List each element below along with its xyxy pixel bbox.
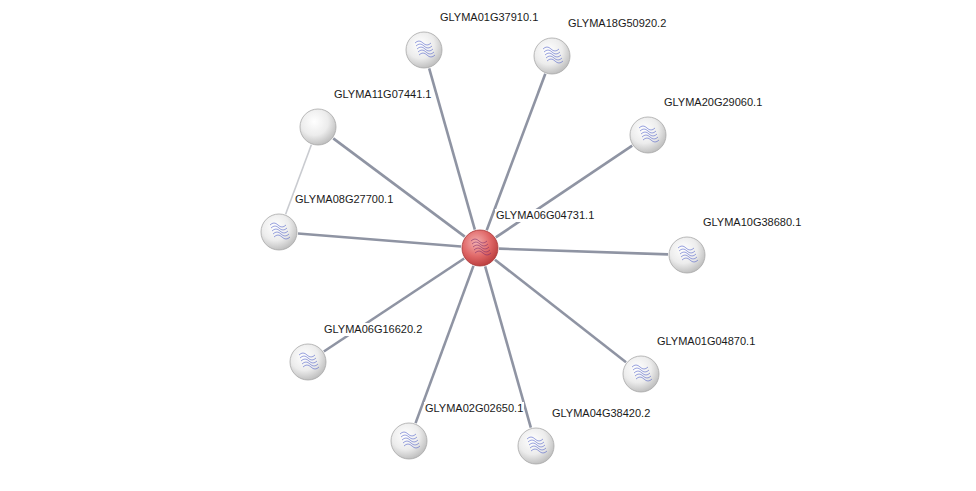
node-circle xyxy=(289,343,327,381)
protein-node: GLYMA01G37910.1 xyxy=(405,31,443,69)
protein-node: GLYMA01G04870.1 xyxy=(622,355,660,393)
interaction-edge xyxy=(324,258,464,351)
interaction-edge xyxy=(487,74,546,230)
protein-label: GLYMA01G37910.1 xyxy=(439,11,539,24)
protein-label: GLYMA20G29060.1 xyxy=(663,96,763,109)
protein-node: GLYMA04G38420.2 xyxy=(517,427,555,465)
protein-label: GLYMA04G38420.2 xyxy=(551,407,651,420)
interaction-edge xyxy=(333,138,465,236)
protein-node: GLYMA06G16620.2 xyxy=(289,343,327,381)
interaction-edge xyxy=(429,68,475,229)
node-circle xyxy=(622,355,660,393)
node-circle xyxy=(533,37,571,75)
protein-label: GLYMA06G16620.2 xyxy=(323,323,423,336)
node-circle xyxy=(390,422,428,460)
protein-node: GLYMA02G02650.1 xyxy=(390,422,428,460)
protein-node: GLYMA10G38680.1 xyxy=(668,236,706,274)
node-circle xyxy=(668,236,706,274)
protein-label: GLYMA11G07441.1 xyxy=(333,88,432,101)
protein-node: GLYMA11G07441.1 xyxy=(299,108,337,146)
protein-node: GLYMA18G50920.2 xyxy=(533,37,571,75)
node-circle xyxy=(405,31,443,69)
interaction-edge xyxy=(496,146,632,238)
protein-label: GLYMA02G02650.1 xyxy=(424,402,524,415)
protein-label: GLYMA01G04870.1 xyxy=(656,335,756,348)
interaction-edge xyxy=(499,249,668,255)
protein-label: GLYMA08G27700.1 xyxy=(294,193,394,206)
interaction-edge xyxy=(416,266,474,423)
interaction-edge xyxy=(495,260,626,363)
protein-node: GLYMA08G27700.1 xyxy=(260,213,298,251)
node-circle xyxy=(629,116,667,154)
query-protein-node: GLYMA06G04731.1 xyxy=(461,229,499,267)
node-circle xyxy=(299,108,337,146)
node-circle xyxy=(260,213,298,251)
protein-node: GLYMA20G29060.1 xyxy=(629,116,667,154)
node-circle xyxy=(517,427,555,465)
protein-label: GLYMA10G38680.1 xyxy=(702,216,802,229)
interaction-edge xyxy=(298,234,461,247)
protein-label: GLYMA06G04731.1 xyxy=(495,209,595,222)
protein-label: GLYMA18G50920.2 xyxy=(567,17,667,30)
node-circle xyxy=(461,229,499,267)
